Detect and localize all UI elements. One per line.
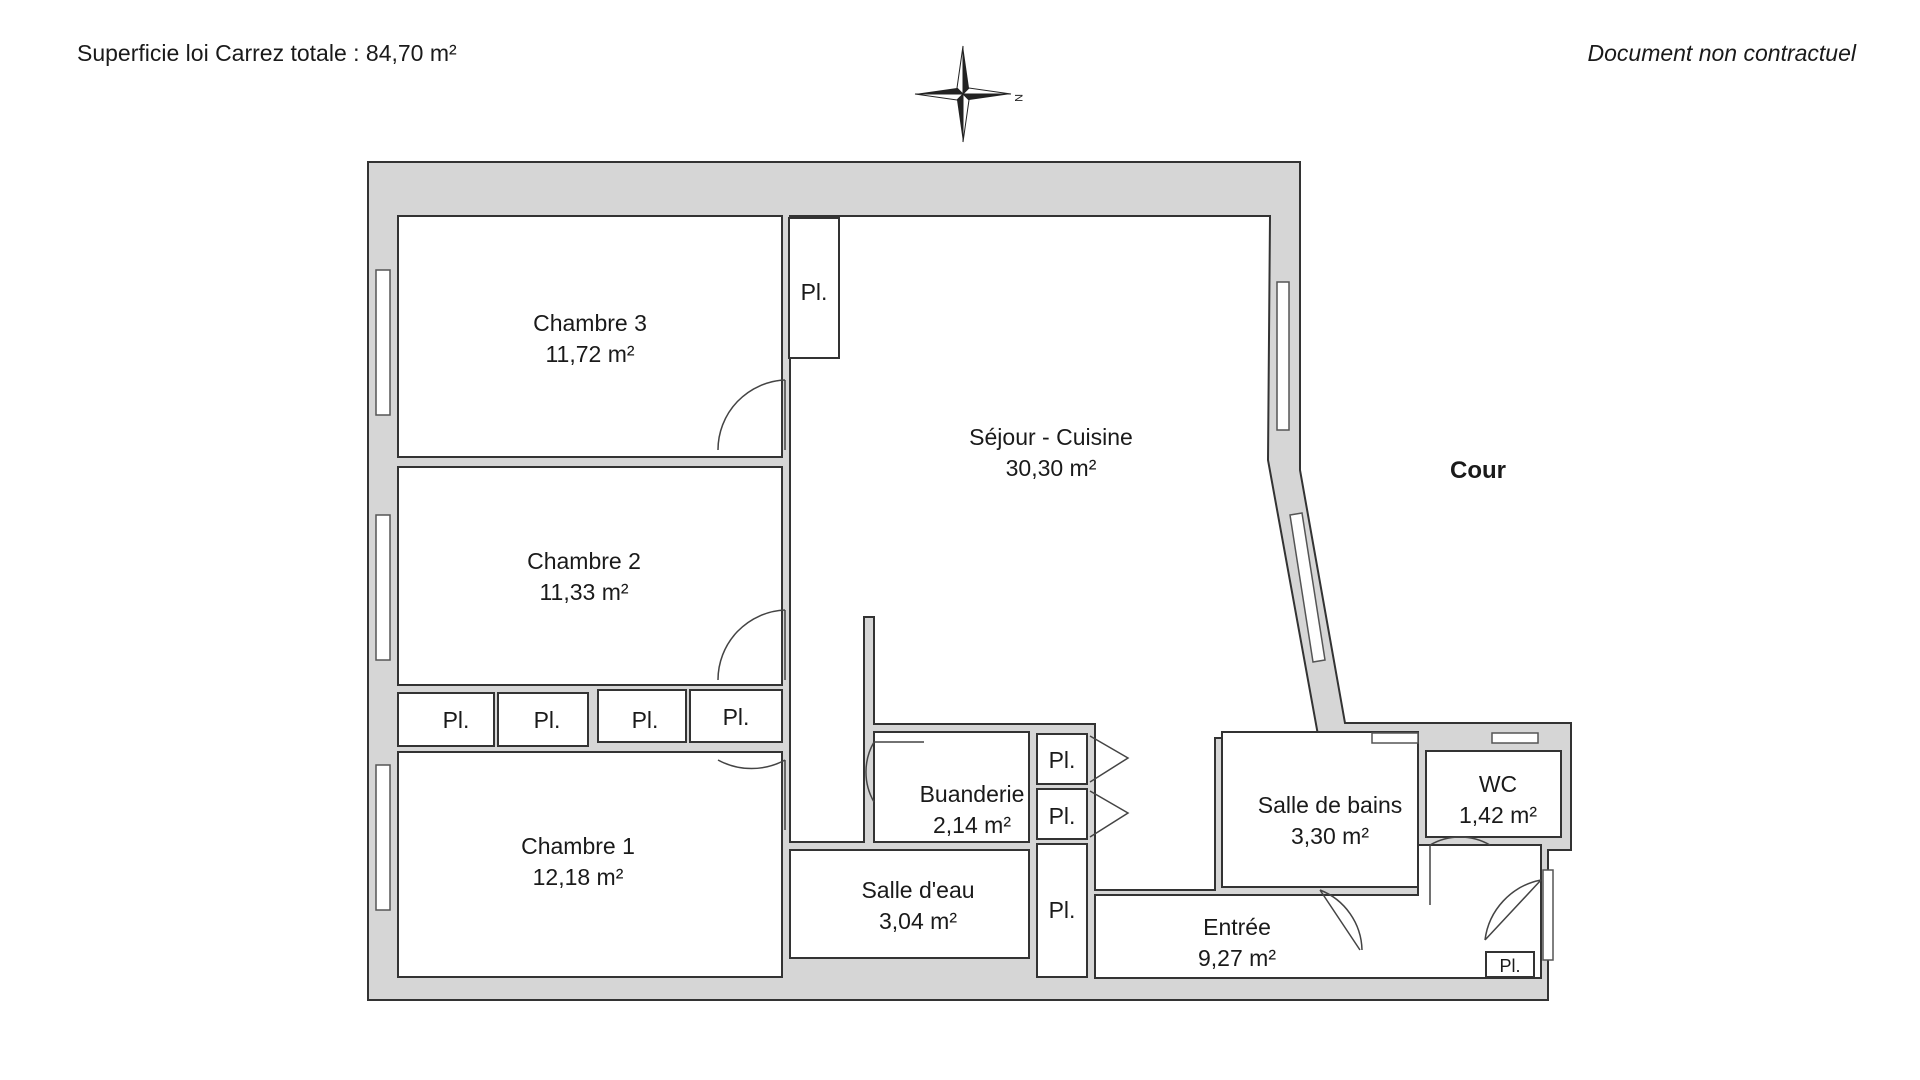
placard-2	[497, 692, 589, 747]
window-sejour	[1276, 281, 1290, 431]
door-chambre-2	[717, 609, 786, 681]
label-buanderie: Buanderie 2,14 m²	[920, 781, 1025, 838]
label-placard-buanderie-b: Pl.	[1049, 803, 1076, 829]
svg-text:11,72 m²: 11,72 m²	[545, 341, 634, 367]
svg-text:9,27 m²: 9,27 m²	[1198, 945, 1276, 971]
svg-text:Chambre 2: Chambre 2	[527, 548, 641, 574]
door-placard-a	[1089, 735, 1130, 783]
window-chambre-3	[375, 269, 391, 416]
svg-text:30,30 m²: 30,30 m²	[1006, 455, 1097, 481]
svg-text:3,30 m²: 3,30 m²	[1291, 823, 1369, 849]
placard-entree	[1036, 843, 1088, 978]
room-salle-eau	[789, 849, 1030, 959]
label-placard-3: Pl.	[632, 707, 659, 733]
door-chambre-3	[717, 379, 786, 451]
label-placard-small: Pl.	[1499, 956, 1520, 976]
room-chambre-1	[397, 751, 783, 978]
svg-text:WC: WC	[1479, 771, 1517, 797]
svg-text:Chambre 3: Chambre 3	[533, 310, 647, 336]
placard-buanderie-a	[1036, 733, 1088, 785]
svg-text:12,18 m²: 12,18 m²	[533, 864, 624, 890]
label-wc: WC 1,42 m²	[1459, 771, 1537, 828]
door-sdb	[1319, 889, 1363, 951]
room-salle-de-bains	[1221, 731, 1419, 888]
label-placard-sejour: Pl.	[801, 279, 828, 305]
label-entree: Entrée 9,27 m²	[1198, 914, 1276, 971]
placard-4	[689, 689, 783, 743]
window-entree	[1542, 869, 1554, 961]
compass-icon: N	[914, 45, 1024, 143]
svg-text:Buanderie: Buanderie	[920, 781, 1025, 807]
window-wc	[1491, 732, 1539, 744]
total-surface: Superficie loi Carrez totale : 84,70 m²	[77, 40, 457, 66]
north-label: N	[1012, 94, 1024, 102]
svg-text:3,04 m²: 3,04 m²	[879, 908, 957, 934]
window-sejour-angle	[1289, 512, 1326, 663]
room-chambre-3	[397, 215, 783, 458]
placard-small	[1485, 951, 1535, 978]
door-wc	[1429, 836, 1491, 905]
label-chambre-1: Chambre 1 12,18 m²	[521, 833, 635, 890]
svg-text:Entrée: Entrée	[1203, 914, 1271, 940]
svg-text:1,42 m²: 1,42 m²	[1459, 802, 1537, 828]
label-placard-4: Pl.	[723, 704, 750, 730]
label-cour: Cour	[1450, 457, 1506, 484]
label-placard-2: Pl.	[534, 707, 561, 733]
svg-text:Salle de bains: Salle de bains	[1258, 792, 1403, 818]
room-buanderie	[873, 731, 1030, 843]
placard-sejour	[788, 217, 840, 359]
svg-text:2,14 m²: 2,14 m²	[933, 812, 1011, 838]
svg-text:Salle d'eau: Salle d'eau	[861, 877, 974, 903]
placard-1	[397, 692, 495, 747]
door-chambre-1	[717, 759, 786, 830]
room-sejour-cuisine	[789, 215, 1327, 891]
label-chambre-2: Chambre 2 11,33 m²	[527, 548, 641, 605]
label-chambre-3: Chambre 3 11,72 m²	[533, 310, 647, 367]
window-chambre-1	[375, 764, 391, 911]
placard-buanderie-b	[1036, 788, 1088, 840]
window-sdb	[1371, 732, 1419, 744]
label-salle-eau: Salle d'eau 3,04 m²	[861, 877, 974, 934]
label-salle-de-bains: Salle de bains 3,30 m²	[1258, 792, 1403, 849]
room-chambre-2	[397, 466, 783, 686]
placard-3	[597, 689, 687, 743]
svg-text:11,33 m²: 11,33 m²	[539, 579, 628, 605]
disclaimer: Document non contractuel	[1587, 40, 1857, 66]
door-entree	[1484, 879, 1542, 941]
door-placard-b	[1089, 790, 1130, 838]
room-wc	[1425, 750, 1562, 838]
svg-text:Chambre 1: Chambre 1	[521, 833, 635, 859]
label-placard-1: Pl.	[443, 707, 470, 733]
label-placard-entree: Pl.	[1049, 897, 1076, 923]
label-placard-buanderie-a: Pl.	[1049, 747, 1076, 773]
door-buanderie	[865, 741, 924, 803]
svg-text:Séjour - Cuisine: Séjour - Cuisine	[969, 424, 1133, 450]
window-chambre-2	[375, 514, 391, 661]
label-sejour-cuisine: Séjour - Cuisine 30,30 m²	[969, 424, 1133, 481]
